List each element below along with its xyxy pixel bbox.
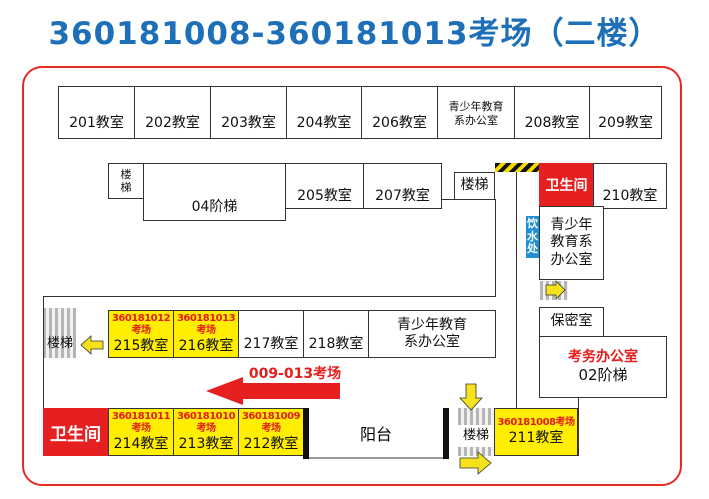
water-station: 饮水处 xyxy=(526,216,539,258)
small-stairwell: 楼梯 xyxy=(108,163,144,199)
room-205: 205教室 xyxy=(285,163,364,209)
corridor-wall-mid-right xyxy=(495,200,496,297)
exam-room-214: 360181011考场 214教室 xyxy=(108,408,174,456)
room-youth-office-middle: 青少年教育系办公室 xyxy=(368,310,496,358)
arrow-down-to-stairs xyxy=(459,383,483,411)
room-209: 209教室 xyxy=(589,86,662,139)
arrow-right-bottom xyxy=(459,451,492,475)
floor-frame xyxy=(22,66,682,486)
room-208: 208教室 xyxy=(514,86,590,139)
stairwell-middle: 楼梯 xyxy=(454,172,495,200)
corridor-wall-stair-top xyxy=(442,199,496,200)
corridor-wall-right-lower xyxy=(516,172,517,408)
balcony: 阳台 xyxy=(359,425,392,444)
room-206: 206教室 xyxy=(361,86,438,139)
corridor-wall-top xyxy=(43,296,496,297)
room-218: 218教室 xyxy=(303,310,369,358)
arrow-left-to-stairs xyxy=(80,335,104,355)
page-title: 360181008-360181013考场（二楼） xyxy=(48,16,661,52)
corridor-wall-left xyxy=(43,296,44,408)
room-210: 210教室 xyxy=(593,163,667,209)
room-204: 204教室 xyxy=(286,86,362,139)
stairwell-02: 考务办公室 02阶梯 xyxy=(539,336,667,398)
balcony-left-wall xyxy=(303,408,309,459)
security-room: 保密室 xyxy=(539,307,604,337)
room-207: 207教室 xyxy=(363,163,442,209)
stairwell-left: 楼梯 xyxy=(46,336,73,352)
stairwell-bottom: 楼梯 xyxy=(458,425,494,447)
corridor-wall-right-bottom xyxy=(578,398,579,456)
room-201: 201教室 xyxy=(58,86,135,139)
exam-room-211: 360181008考场 211教室 xyxy=(494,408,578,456)
arrow-corridor-left xyxy=(206,377,340,405)
arrow-right-hatch xyxy=(545,280,566,300)
toilet-right: 卫生间 xyxy=(539,163,594,207)
stairs-hatch-left xyxy=(43,308,76,358)
stairwell-04: 04阶梯 xyxy=(143,163,286,221)
hazard-stripe xyxy=(495,163,539,172)
balcony-right-wall xyxy=(443,408,449,459)
toilet-left: 卫生间 xyxy=(43,408,108,456)
exam-room-215: 360181012考场 215教室 xyxy=(108,310,174,358)
balcony-bottom-edge xyxy=(309,457,443,459)
room-youth-office-right: 青少年教育系办公室 xyxy=(539,206,604,280)
room-203: 203教室 xyxy=(210,86,287,139)
corridor-exam-label: 009-013考场 xyxy=(248,366,342,382)
